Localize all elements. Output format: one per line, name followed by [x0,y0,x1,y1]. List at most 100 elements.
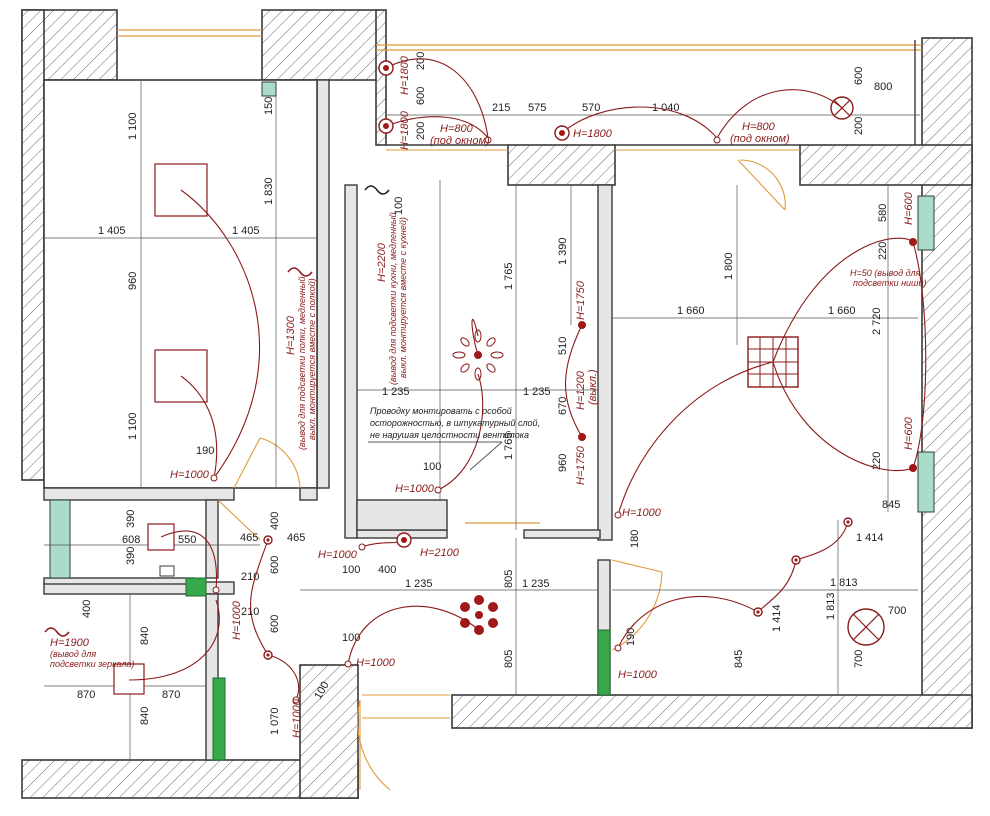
dim-510: 510 [557,337,569,355]
label-h1900-sub2: подсветки зеркала) [50,659,134,669]
dim-580: 580 [877,204,889,222]
dim-1100-top: 1 100 [127,112,139,140]
break-marks [44,185,390,637]
label-h1300-sub2: выкл. монтируется вместе с полкой) [307,278,317,440]
dim-1070: 1 070 [269,707,281,735]
label-h800-b: H=800 [742,121,776,133]
label-h2200-sub1: (вывод для подсветки кухни, медленный [388,212,398,385]
bath-small-box [159,565,175,577]
dim-1235-hall-b: 1 235 [522,578,550,590]
label-h1000-right-low: H=1000 [618,669,658,681]
dim-1765-b: 1 765 [503,432,515,460]
dim-1414-b: 1 414 [771,604,783,632]
ceiling-light-square-1 [154,163,208,217]
dim-100-hall: 100 [342,564,360,576]
dim-550: 550 [178,534,196,546]
dim-805-b: 805 [503,650,515,668]
dim-870-a: 870 [77,689,95,701]
dim-1800: 1 800 [723,252,735,280]
wall-panels [49,81,935,761]
dim-1390: 1 390 [557,237,569,265]
dim-670: 670 [557,397,569,415]
dim-200-bal-b: 200 [415,122,427,140]
dim-390-a: 390 [125,510,137,528]
dim-608: 608 [122,534,140,546]
label-h50: H=50 (вывод для [850,268,921,278]
dim-805-a: 805 [503,570,515,588]
label-h1000-hall-door: H=1000 [356,657,396,669]
dim-600-bal-a: 600 [415,87,427,105]
dimension-text: 1 100 1 405 1 405 1 830 960 1 100 150 19… [77,52,906,735]
exterior-walls [21,9,973,799]
label-h1900-sub1: (вывод для [50,649,96,659]
wiring [128,58,927,701]
dim-400-hall-a: 400 [269,512,281,530]
dim-400-bath: 400 [81,600,93,618]
dim-1405-b: 1 405 [232,225,260,237]
label-h1000-kitchen: H=1000 [395,483,435,495]
dim-1235-a: 1 235 [382,386,410,398]
label-h1900: H=1900 [50,637,90,649]
dim-200-bal-c: 200 [853,117,865,135]
label-h1800-c: H=1800 [573,128,613,140]
dim-600-hall-b: 600 [269,615,281,633]
dim-600-hall-a: 600 [269,556,281,574]
dim-700-a: 700 [888,605,906,617]
dim-190-b: 190 [625,628,637,646]
dim-100-kitchen-b: 100 [423,461,441,473]
dim-960: 960 [127,272,139,290]
dim-465-a: 465 [240,532,258,544]
label-h2200-sub2: выкл. монтируется вместе с кухней) [398,217,408,378]
dim-700-b: 700 [853,650,865,668]
label-h1000-wc-v: H=1000 [291,698,303,738]
label-h2200: H=2200 [376,242,388,282]
bath-light-2 [113,663,145,695]
label-h1300: H=1300 [285,315,297,355]
outlets [210,60,917,704]
doors [217,159,786,791]
dim-840-b: 840 [139,707,151,725]
dim-200-bal-a: 200 [415,52,427,70]
balcony-outline [376,40,922,151]
dim-575: 575 [528,102,546,114]
label-h50-sub: подсветки ниши) [853,278,927,288]
dim-215: 215 [492,102,510,114]
label-h1000-bath-v: H=1000 [231,600,243,640]
dim-190: 190 [196,445,214,457]
dim-1405-a: 1 405 [98,225,126,237]
label-h800-a-sub: (под окном) [430,135,490,147]
dim-845-a: 845 [882,499,900,511]
label-h1000-right-room: H=1000 [622,507,662,519]
dimension-lines [44,80,920,760]
label-h1750-b: H=1750 [575,445,587,485]
dim-1660-a: 1 660 [677,305,705,317]
dim-1830: 1 830 [263,177,275,205]
label-h1000-hall-left: H=1000 [318,549,358,561]
label-h1800-b: H=1800 [399,110,411,150]
dim-600-bal-b: 600 [853,67,865,85]
cross-light-right-room [847,608,885,646]
chandelier-hall [460,595,498,635]
label-h1800-a: H=1800 [399,55,411,95]
dim-210-b: 210 [241,606,259,618]
dim-800-bal: 800 [874,81,892,93]
label-h1200-sub: (выкл.) [587,369,599,405]
dim-1660-b: 1 660 [828,305,856,317]
dim-400-hall-b: 400 [378,564,396,576]
dim-845-b: 845 [733,650,745,668]
label-h1000-left: H=1000 [170,469,210,481]
note-line-2: осторожностью, в штукатурный слой, [370,418,540,428]
window-left-room [117,29,262,37]
label-h600-b: H=600 [903,416,915,450]
dim-180: 180 [629,530,641,548]
dim-465-b: 465 [287,532,305,544]
dim-570: 570 [582,102,600,114]
label-h1200: H=1200 [575,370,587,410]
dim-1235-hall-a: 1 235 [405,578,433,590]
height-labels: H=1000 H=1000 H=1000 H=2100 H=1000 H=100… [50,55,927,738]
dim-220-b: 220 [871,452,883,470]
dim-840-a: 840 [139,627,151,645]
dim-1414-a: 1 414 [856,532,884,544]
dim-100-kitchen: 100 [393,197,405,215]
